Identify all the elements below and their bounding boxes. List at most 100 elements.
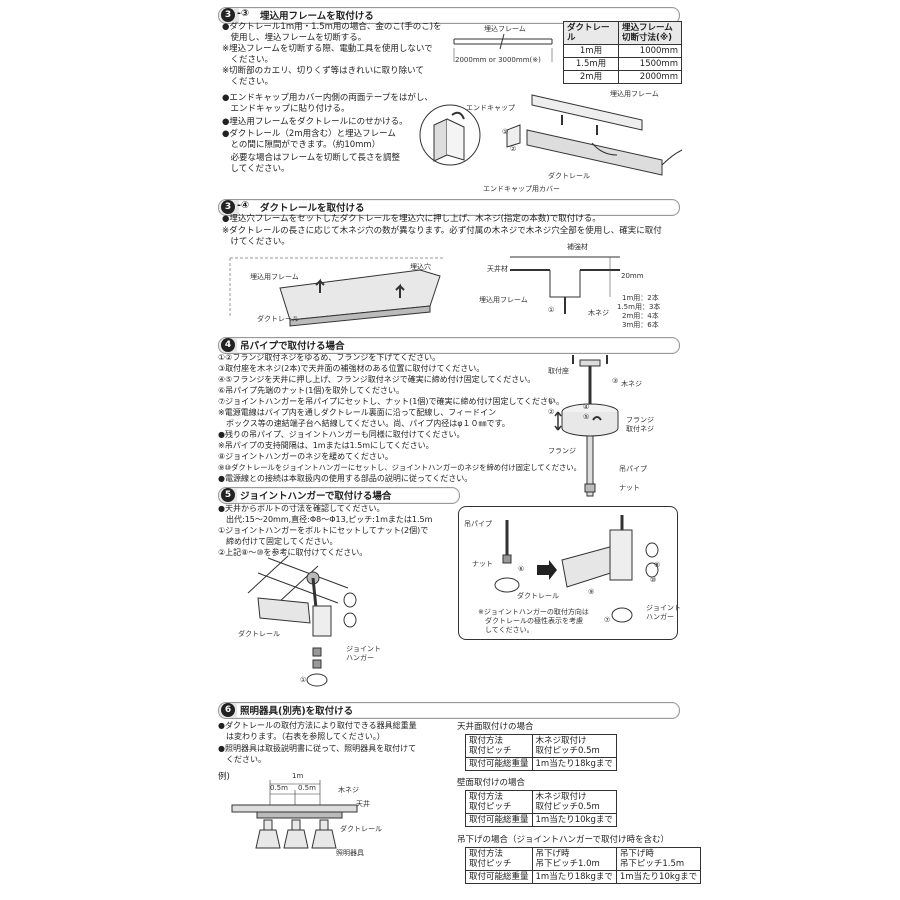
- section-4-number: 4: [221, 338, 235, 352]
- section-label-screw: 木ネジ: [588, 309, 609, 317]
- cut-table-cell: 2000mm: [618, 70, 682, 84]
- detail-callout-6: ⑥: [518, 565, 525, 573]
- section-label-reinforce: 補強材: [567, 243, 588, 251]
- section-3-4-title: ダクトレールを取付ける: [260, 203, 365, 214]
- endcap-callout-1: ①: [502, 128, 509, 136]
- section-3-3-number: 3: [221, 8, 235, 22]
- text-line: 出代:15〜20mm,直径:Φ8〜Φ13,ピッチ:1mまたは1.5m: [218, 515, 433, 524]
- detail-label-duct: ダクトレール: [517, 592, 559, 600]
- section-4-title: 吊パイプで取付ける場合: [240, 341, 345, 352]
- detail-callout-8: ⑧: [654, 561, 661, 569]
- text-line: ※電源電線はパイプ内を通しダクトレール裏面に沿って配線し、フィードイン: [218, 408, 497, 417]
- text-line: けてください。: [222, 237, 290, 247]
- example-label: 例): [218, 772, 230, 782]
- fixture-label-fixture: 照明器具: [336, 849, 364, 857]
- fixture-dim-b: 0.5m: [298, 784, 316, 792]
- weight-table-cell: 1m当たり18kgまで: [531, 757, 617, 771]
- pipe-callout-4: ④: [583, 403, 590, 411]
- detail-label-nut: ナット: [472, 560, 493, 568]
- fixture-label-duct: ダクトレール: [340, 825, 382, 833]
- push-label-frame: 埋込用フレーム: [250, 273, 299, 281]
- section-label-dim: 20mm: [621, 272, 644, 280]
- weight-table-cell: 取付可能総重量: [465, 870, 533, 884]
- section-callout-1: ①: [548, 306, 555, 314]
- text-line: ●エンドキャップ用カバー内側の両面テープをはがし、: [222, 93, 433, 103]
- text-line: 必要な場合はフレームを切断して長さを調整: [222, 153, 401, 163]
- weight-table-cell: 木ネジ取付け 取付ピッチ0.5m: [531, 734, 617, 758]
- weight-table-cell: 木ネジ取付け 取付ピッチ0.5m: [531, 790, 617, 814]
- text-line: ③取付座を木ネジ(2本)で天井面の補強材のある位置に取付けてください。: [218, 364, 485, 373]
- text-line: ⑦ジョイントハンガーを吊パイプにセットし、ナット(1個)で確実に締め付け固定して…: [218, 397, 565, 406]
- detail-callout-9: ⑨: [588, 588, 595, 596]
- section-3-4-subnumber: -④: [237, 200, 249, 211]
- section-5-number: 5: [221, 488, 235, 502]
- weight-table-cell: 取付可能総重量: [465, 757, 533, 771]
- detail-note: ※ジョイントハンガーの取付方向は ダクトレールの極性表示を考慮 してください。: [478, 608, 589, 634]
- cut-table-cell: 1000mm: [618, 44, 682, 58]
- table-caption-wall: 壁面取付けの場合: [457, 778, 526, 788]
- endcap-callout-2: ②: [510, 145, 517, 153]
- section-view-illustration: [510, 256, 620, 314]
- section-label-frame: 埋込用フレーム: [479, 296, 528, 304]
- weight-table-cell: 取付方法 取付ピッチ: [465, 734, 533, 758]
- hanger-callout-1: ①: [300, 676, 307, 684]
- cut-table-cell: 1500mm: [618, 57, 682, 71]
- detail-label-pipe: 吊パイプ: [464, 520, 492, 528]
- table-caption-hanging: 吊下げの場合（ジョイントハンガーで取付け時を含む）: [457, 835, 669, 845]
- section-3-4-number: 3: [221, 200, 235, 214]
- hanger-label-duct: ダクトレール: [238, 630, 280, 638]
- endcap-illustration: [419, 94, 683, 176]
- hanger-label-hanger: ジョイント ハンガー: [346, 645, 381, 662]
- text-line: ●照明器具は取扱説明書に従って、照明器具を取付けて: [218, 744, 417, 753]
- pipe-mount-illustration: [554, 355, 619, 497]
- weight-table-cell: 1m当たり18kgまで: [531, 870, 617, 884]
- text-line: ●埋込穴フレームをセットしたダクトレールを埋込穴に押し上げ、木ネジ(指定の本数)…: [222, 214, 601, 224]
- text-line: ①②フランジ取付ネジをゆるめ、フランジを下げてください。: [218, 353, 441, 362]
- text-line: ⑥吊パイプ先端のナット(1個)を取外してください。: [218, 386, 405, 395]
- screw-count: 1m用：2本: [622, 294, 659, 302]
- weight-table-cell: 取付方法 取付ピッチ: [465, 847, 533, 871]
- pipe-callout-3: ③: [612, 377, 619, 385]
- text-line: エンドキャップに貼り付ける。: [222, 104, 350, 114]
- cut-table-cell: 1.5m用: [563, 57, 619, 71]
- text-line: ※切断部のカエリ、切りくず等はきれいに取り除いて: [222, 66, 424, 76]
- pipe-label-pipe: 吊パイプ: [619, 465, 647, 473]
- weight-table-cell: 取付可能総重量: [465, 813, 533, 827]
- text-line: ⑨⑩ダクトレールをジョイントハンガーにセットし、ジョイントハンガーのネジを締め付…: [218, 463, 581, 472]
- pipe-label-nut: ナット: [619, 484, 640, 492]
- text-line: は変わります。（右表を参照してください。）: [218, 732, 385, 741]
- wall-weight-table: 取付方法 取付ピッチ 木ネジ取付け 取付ピッチ0.5m 取付可能総重量 1m当た…: [465, 790, 617, 827]
- fixture-dim-a: 0.5m: [270, 784, 288, 792]
- pipe-label-base: 取付座: [548, 367, 569, 375]
- fixture-label-screw: 木ネジ: [338, 786, 359, 794]
- text-line: ●埋込用フレームをダクトレールにのせかける。: [222, 117, 408, 127]
- text-line: ●残りの吊パイプ、ジョイントハンガーも同様に取付けてください。: [218, 430, 465, 439]
- section-6-title: 照明器具(別売)を取付ける: [240, 706, 354, 717]
- text-line: ※埋込フレームを切断する際、電動工具を使用しないで: [222, 44, 433, 54]
- cut-table-cell: 2m用: [563, 70, 619, 84]
- text-line: ●天井からボルトの寸法を確認してください。: [218, 504, 385, 513]
- text-line: ●ダクトレール（2m用含む）と埋込フレーム: [222, 129, 396, 139]
- pipe-label-flange-screw: フランジ 取付ネジ: [626, 416, 654, 433]
- fixture-example-illustration: [231, 780, 358, 849]
- pipe-callout-2: ②: [548, 408, 555, 416]
- screw-count: 1.5m用：3本: [617, 303, 661, 311]
- text-line: ●ダクトレール1m用・1.5m用の場合、金のこ(手のこ)を: [222, 22, 442, 32]
- frame-figure: [453, 33, 553, 62]
- screw-count: 2m用：4本: [622, 312, 659, 320]
- fixture-dim-1m: 1m: [292, 772, 304, 780]
- section-3-3-subnumber: -③: [237, 8, 249, 19]
- cut-table-header-size: 埋込フレーム 切断寸法(※): [618, 21, 682, 45]
- screw-count: 3m用：6本: [622, 321, 659, 329]
- text-line: ボックス等の速結端子台へ結線してください。尚、パイプ内径はφ１０㎜です。: [218, 419, 510, 428]
- text-line: ●ダクトレールの取付方法により取付できる器具総重量: [218, 721, 417, 730]
- weight-table-cell: 1m当たり10kgまで: [615, 870, 702, 884]
- section-3-3-title: 埋込用フレームを取付ける: [260, 11, 374, 22]
- endcap-label-frame: 埋込用フレーム: [610, 90, 659, 98]
- duct-push-illustration: [229, 257, 445, 327]
- frame-dim-label: 2000mm or 3000mm(※): [455, 56, 541, 64]
- text-line: ⑧ジョイントハンガーのネジを緩めてください。: [218, 452, 393, 461]
- text-line: ①ジョイントハンガーをボルトにセットしてナット(2個)で: [218, 526, 429, 535]
- pipe-callout-1: ①: [548, 397, 555, 405]
